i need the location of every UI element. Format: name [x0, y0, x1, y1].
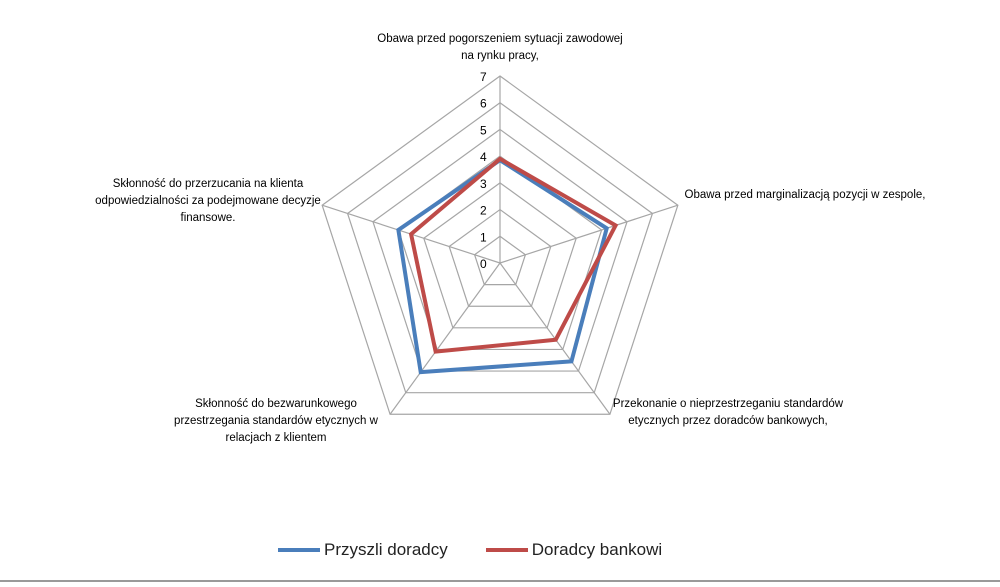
tick-label: 2 — [480, 204, 487, 218]
category-label-1: Obawa przed marginalizacją pozycji w zes… — [684, 189, 926, 201]
grid-ring — [423, 182, 577, 329]
grid-ring — [346, 101, 654, 394]
category-label-0: Obawa przed pogorszeniem sytuacji zawodo… — [377, 33, 623, 62]
legend-label: Doradcy bankowi — [531, 540, 663, 559]
axis-spoke — [499, 204, 679, 264]
tick-label: 6 — [480, 97, 487, 111]
axis-spoke — [389, 262, 501, 415]
tick-label: 1 — [480, 230, 487, 244]
legend-label: Przyszli doradcy — [324, 540, 448, 559]
tick-label: 4 — [480, 150, 487, 164]
series-line-1 — [408, 156, 619, 354]
grid-ring — [473, 235, 527, 286]
legend-item-przyszli-doradcy: Przyszli doradcy — [278, 540, 448, 560]
grid-ring — [321, 75, 679, 415]
category-label-3: Skłonność do bezwarunkowego przestrzegan… — [174, 398, 378, 444]
legend-item-doradcy-bankowi: Doradcy bankowi — [485, 540, 663, 560]
legend-swatch — [278, 548, 320, 552]
legend-swatch — [485, 548, 528, 552]
legend: Przyszli doradcy Doradcy bankowi — [278, 540, 700, 560]
grid-ring — [372, 128, 628, 372]
grid-ring — [448, 208, 552, 307]
tick-label: 3 — [480, 177, 487, 191]
series-line-0 — [396, 157, 610, 375]
bottom-border — [0, 580, 1000, 582]
tick-label: 0 — [480, 257, 487, 271]
category-label-2: Przekonanie o nieprzestrzeganiu standard… — [612, 398, 844, 427]
category-label-4: Skłonność do przerzucania na klienta odp… — [95, 178, 321, 224]
tick-label: 5 — [480, 123, 487, 137]
tick-label: 7 — [480, 70, 487, 84]
